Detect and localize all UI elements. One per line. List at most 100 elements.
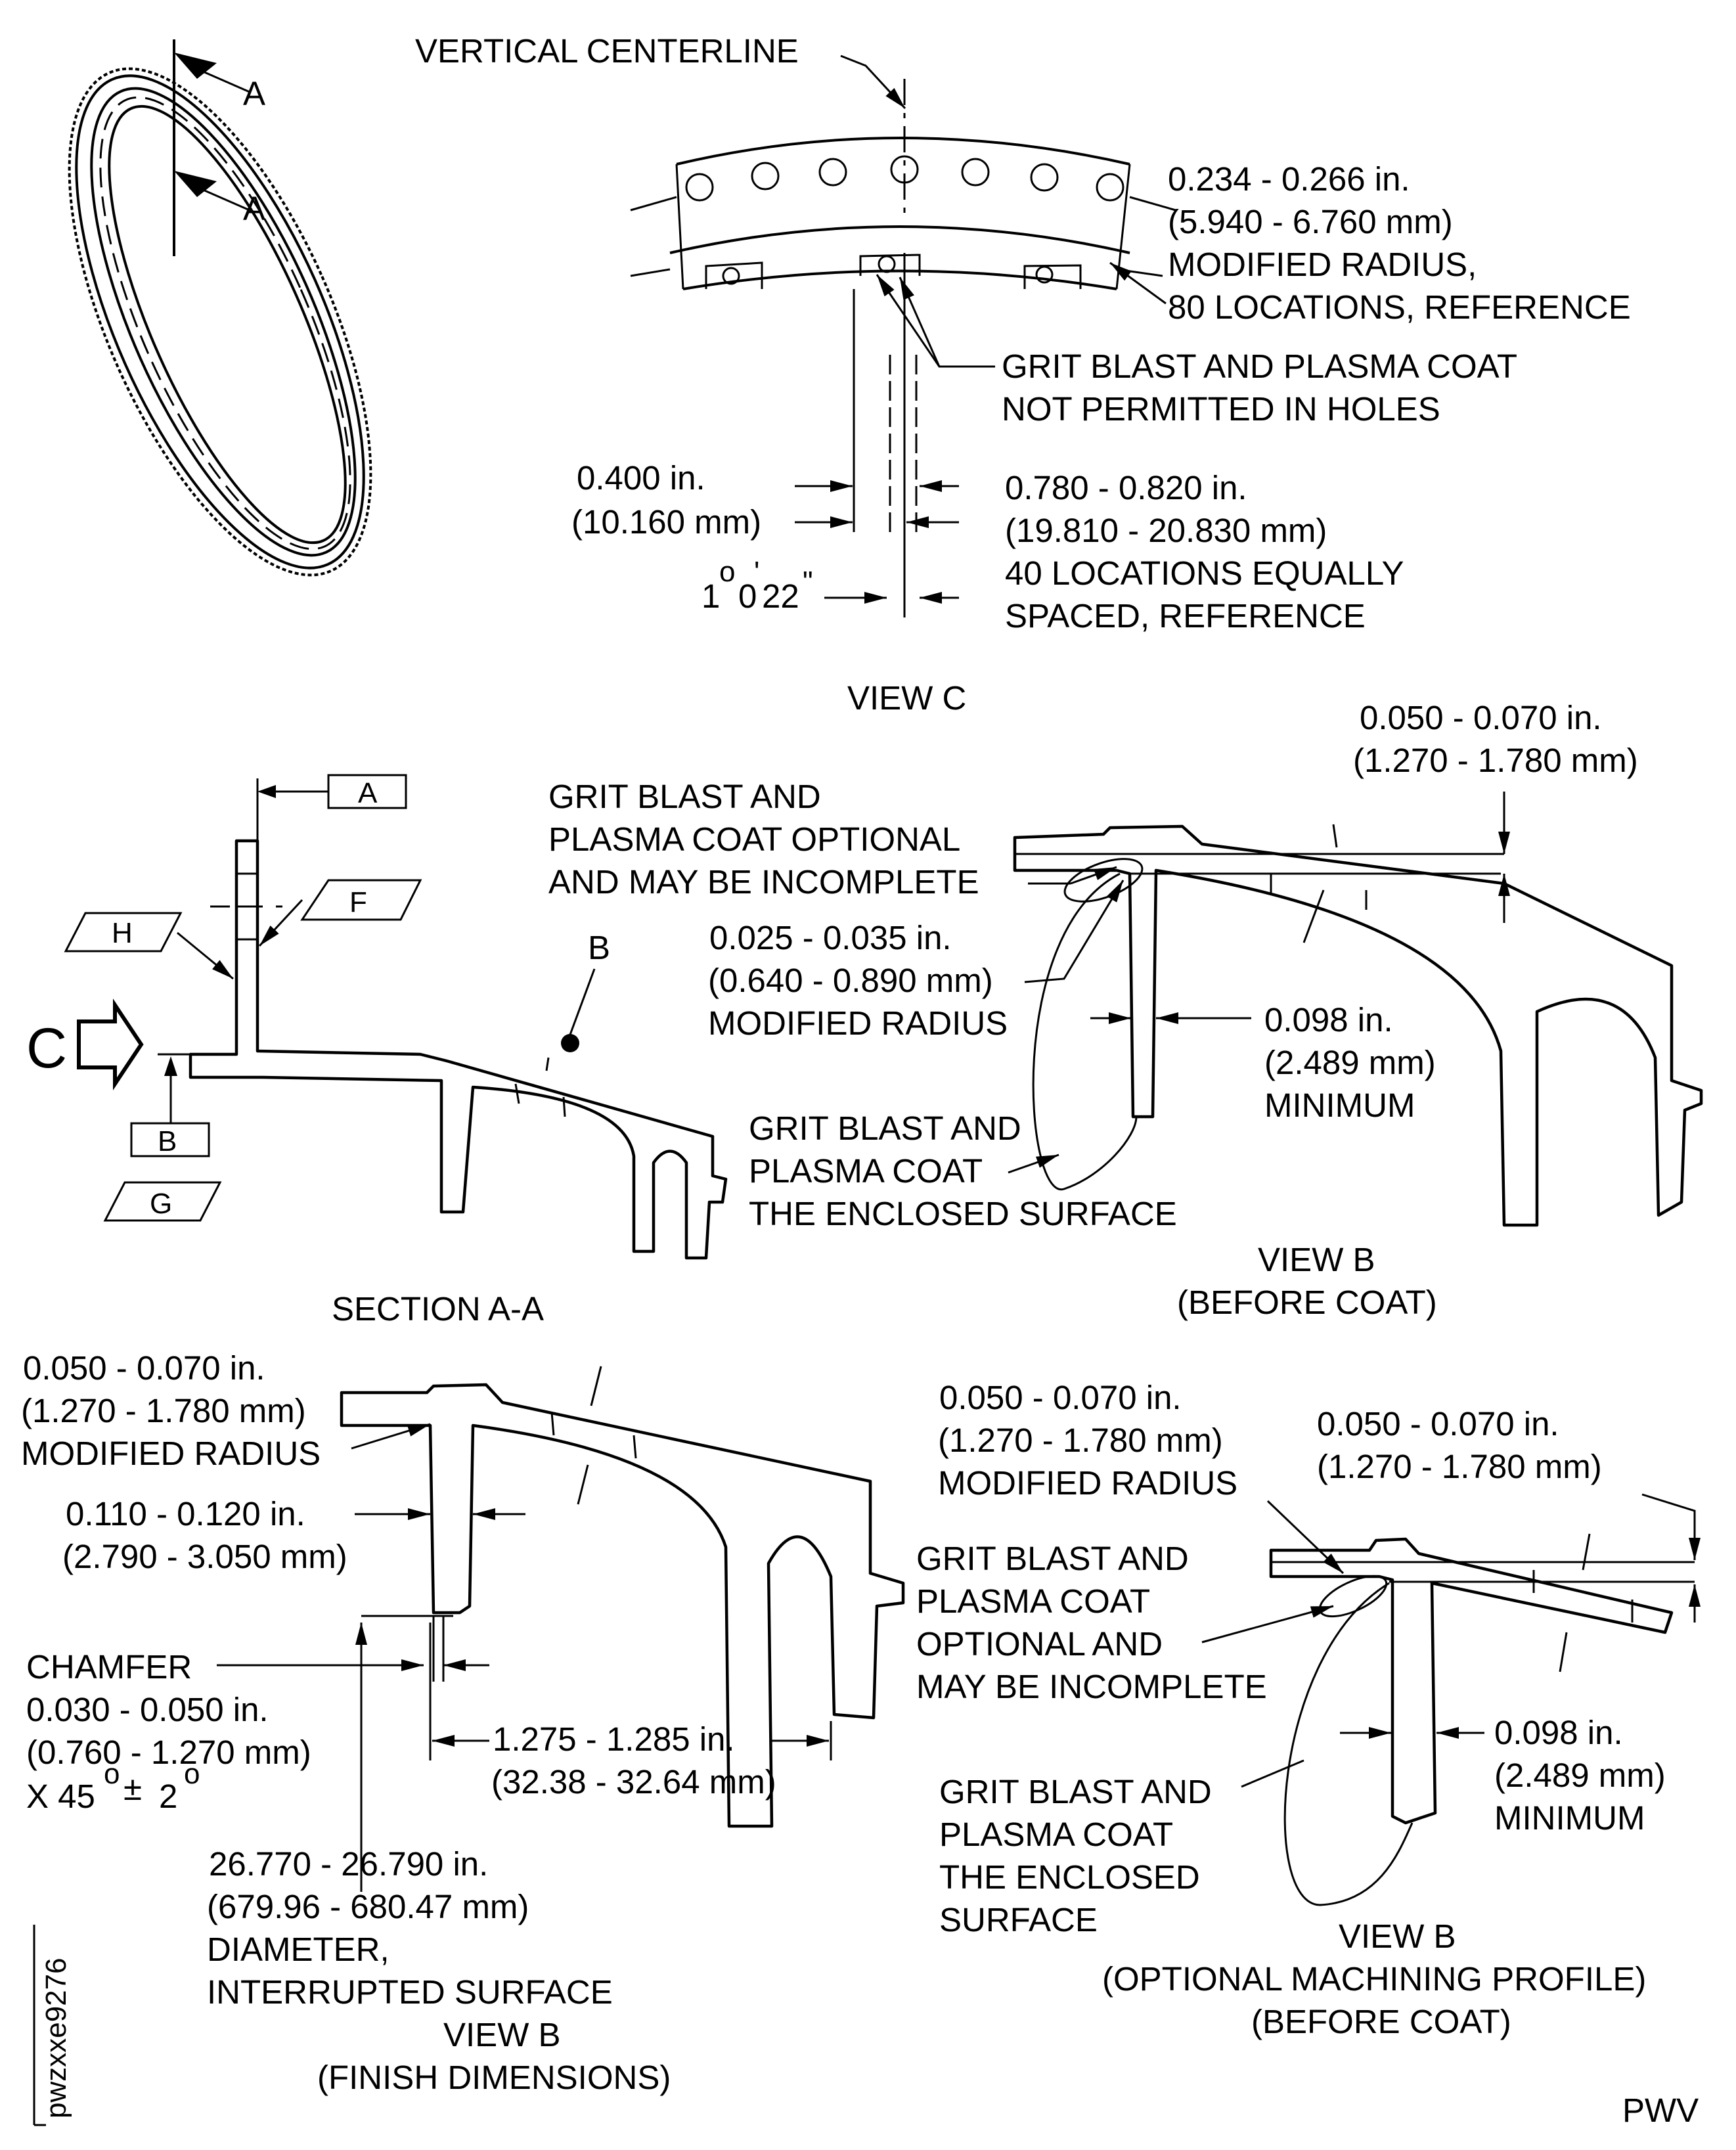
- view-c-radius-desc: MODIFIED RADIUS,: [1168, 246, 1477, 283]
- view-b-optional-min-desc: MINIMUM: [1494, 1799, 1645, 1837]
- view-b-before-optional-line1: GRIT BLAST AND: [548, 778, 821, 815]
- view-b-optional-enclosed-line2: PLASMA COAT: [939, 1816, 1173, 1853]
- view-b-finish-length-in: 1.275 - 1.285 in.: [493, 1720, 735, 1758]
- view-c-right-locations-line1: 40 LOCATIONS EQUALLY: [1005, 554, 1404, 592]
- view-b-optional-enclosed-line1: GRIT BLAST AND: [939, 1773, 1212, 1810]
- view-c-angle-deg: 1: [701, 577, 720, 615]
- view-c-radius-locations: 80 LOCATIONS, REFERENCE: [1168, 288, 1631, 326]
- view-c-radius-mm: (5.940 - 6.760 mm): [1168, 203, 1453, 240]
- view-b-optional-enclosed-line4: SURFACE: [939, 1901, 1098, 1938]
- datum-h-box: [64, 912, 183, 952]
- section-a-marker-top: A: [243, 75, 265, 112]
- view-b-optional-gap-in: 0.050 - 0.070 in.: [1317, 1405, 1559, 1443]
- view-b-optional-optional-line3: OPTIONAL AND: [916, 1625, 1163, 1663]
- view-b-optional-min-in: 0.098 in.: [1494, 1714, 1623, 1751]
- footer: pwzxxe9276 PWV: [33, 1925, 1699, 2129]
- view-c-right-dim-mm: (19.810 - 20.830 mm): [1005, 512, 1327, 549]
- view-b-finish-title-line1: VIEW B: [443, 2016, 561, 2053]
- ring-isometric: A A: [68, 39, 372, 577]
- figure-id: pwzxxe9276: [40, 1958, 72, 2118]
- view-b-optional-optional-line1: GRIT BLAST AND: [916, 1540, 1189, 1577]
- view-b-optional-min-mm: (2.489 mm): [1494, 1757, 1666, 1794]
- view-b-finish-dia-desc-line1: DIAMETER,: [207, 1931, 389, 1968]
- view-b-finish-width-in: 0.110 - 0.120 in.: [66, 1495, 305, 1533]
- view-c-title: VIEW C: [847, 679, 966, 717]
- view-b-optional-title-line3: (BEFORE COAT): [1251, 2003, 1511, 2040]
- view-b-before-title-line1: VIEW B: [1258, 1241, 1375, 1278]
- view-b-finish-dia-desc-line2: INTERRUPTED SURFACE: [207, 1973, 613, 2011]
- view-b-before-optional-line2: PLASMA COAT OPTIONAL: [548, 820, 960, 858]
- vertical-centerline-label: VERTICAL CENTERLINE: [415, 32, 799, 70]
- view-c-arrow-icon: [77, 998, 144, 1090]
- view-c: VERTICAL CENTERLINE 0.234 - 0.266 in. (5…: [415, 32, 1631, 717]
- view-b-optional-title-line1: VIEW B: [1339, 1917, 1456, 1955]
- view-c-radius-in: 0.234 - 0.266 in.: [1168, 160, 1410, 198]
- datum-a-box: [327, 774, 407, 809]
- view-b-finish-dia-mm: (679.96 - 680.47 mm): [207, 1888, 529, 1925]
- detail-b-marker: B: [588, 929, 610, 966]
- view-b-before-min-desc: MINIMUM: [1264, 1086, 1415, 1124]
- view-c-angle-sec-mark: ": [803, 566, 813, 598]
- view-b-finish-radius-in: 0.050 - 0.070 in.: [23, 1349, 265, 1387]
- view-b-optional: 0.050 - 0.070 in. (1.270 - 1.780 mm) MOD…: [916, 1379, 1701, 2040]
- datum-a-label: A: [358, 777, 378, 809]
- view-b-finish-chamfer: CHAMFER: [26, 1648, 192, 1686]
- view-b-before-enclosed-line3: THE ENCLOSED SURFACE: [749, 1195, 1177, 1232]
- view-b-optional-gap-mm: (1.270 - 1.780 mm): [1317, 1448, 1602, 1485]
- view-c-angle-min-mark: ': [754, 556, 759, 588]
- chamfer-angle-pm: ±: [123, 1770, 142, 1807]
- chamfer-angle-2: 2: [159, 1778, 177, 1815]
- view-b-before-coat: 0.050 - 0.070 in. (1.270 - 1.780 mm) GRI…: [548, 699, 1703, 1321]
- view-b-before-min-in: 0.098 in.: [1264, 1001, 1393, 1039]
- view-b-before-enclosed-line2: PLASMA COAT: [749, 1152, 983, 1190]
- section-aa-title: SECTION A-A: [332, 1290, 544, 1328]
- view-b-before-optional-line3: AND MAY BE INCOMPLETE: [548, 863, 979, 901]
- view-b-optional-optional-line2: PLASMA COAT: [916, 1582, 1150, 1620]
- datum-g-box: [103, 1181, 222, 1222]
- view-b-before-radius-desc: MODIFIED RADIUS: [708, 1004, 1008, 1042]
- view-b-finish-chamfer-angle: X 45 o ± 2 o: [26, 1758, 200, 1815]
- view-b-optional-radius-mm: (1.270 - 1.780 mm): [938, 1422, 1223, 1459]
- view-b-optional-radius-in: 0.050 - 0.070 in.: [939, 1379, 1182, 1416]
- view-b-finish-chamfer-mm: (0.760 - 1.270 mm): [26, 1734, 311, 1771]
- view-b-before-radius-in: 0.025 - 0.035 in.: [709, 919, 952, 956]
- view-c-right-dim-in: 0.780 - 0.820 in.: [1005, 469, 1247, 506]
- section-aa: A F H C B G B SECTION A-A: [26, 774, 728, 1328]
- view-c-holes-note-line1: GRIT BLAST AND PLASMA COAT: [1002, 347, 1517, 385]
- view-c-marker: C: [26, 1017, 67, 1080]
- view-c-angle: 1 o 0 ' 22 ": [701, 556, 813, 615]
- view-c-left-dim-mm: (10.160 mm): [571, 503, 761, 541]
- datum-b-label: B: [158, 1125, 177, 1157]
- view-b-before-gap-in: 0.050 - 0.070 in.: [1360, 699, 1602, 736]
- datum-g-label: G: [150, 1188, 172, 1220]
- view-b-optional-optional-line4: MAY BE INCOMPLETE: [916, 1668, 1267, 1705]
- chamfer-angle-o2: o: [184, 1758, 200, 1790]
- view-c-angle-min: 0: [738, 577, 757, 615]
- view-b-finish-chamfer-in: 0.030 - 0.050 in.: [26, 1691, 269, 1728]
- datum-b-box: [130, 1122, 210, 1157]
- view-b-finish-title-line2: (FINISH DIMENSIONS): [317, 2059, 671, 2096]
- view-c-left-dim-in: 0.400 in.: [577, 459, 705, 497]
- view-c-right-locations-line2: SPACED, REFERENCE: [1005, 597, 1366, 635]
- datum-f-label: F: [349, 886, 367, 918]
- view-b-optional-title-line2: (OPTIONAL MACHINING PROFILE): [1102, 1960, 1646, 1998]
- view-b-before-title-line2: (BEFORE COAT): [1177, 1284, 1437, 1321]
- view-b-finish-dia-in: 26.770 - 26.790 in.: [209, 1845, 488, 1883]
- chamfer-angle-o1: o: [104, 1758, 120, 1790]
- view-b-optional-enclosed-line3: THE ENCLOSED: [939, 1858, 1200, 1896]
- view-c-holes-note-line2: NOT PERMITTED IN HOLES: [1002, 390, 1440, 428]
- chamfer-angle-x: X 45: [26, 1778, 95, 1815]
- view-b-finish: 0.050 - 0.070 in. (1.270 - 1.780 mm) MOD…: [21, 1349, 905, 2096]
- view-b-finish-width-mm: (2.790 - 3.050 mm): [62, 1538, 347, 1575]
- datum-f-box: [300, 879, 422, 921]
- drawing-code: PWV: [1622, 2092, 1699, 2129]
- view-b-before-gap-mm: (1.270 - 1.780 mm): [1353, 742, 1638, 779]
- view-b-before-radius-mm: (0.640 - 0.890 mm): [708, 962, 993, 999]
- view-b-finish-radius-desc: MODIFIED RADIUS: [21, 1435, 321, 1472]
- view-b-finish-length-mm: (32.38 - 32.64 mm): [491, 1763, 776, 1801]
- view-c-angle-sec: 22: [762, 577, 799, 615]
- view-b-finish-radius-mm: (1.270 - 1.780 mm): [21, 1392, 306, 1429]
- view-c-angle-deg-mark: o: [719, 556, 735, 588]
- datum-h-label: H: [112, 917, 133, 949]
